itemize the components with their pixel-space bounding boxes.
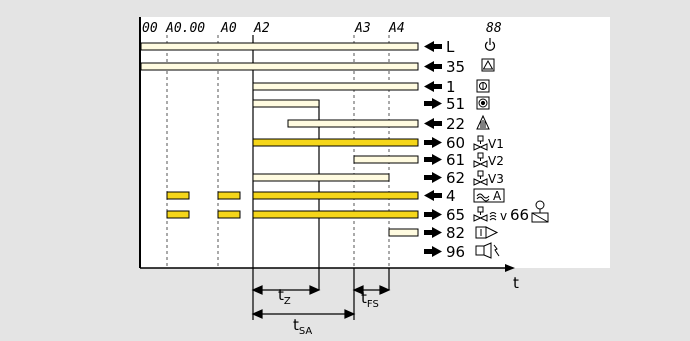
time-dimension-lines bbox=[251, 285, 391, 319]
row-arrows bbox=[424, 41, 442, 257]
row-number-1: 1 bbox=[446, 78, 456, 96]
phase-code-a3: A3 bbox=[354, 21, 371, 36]
bar-1 bbox=[252, 82, 419, 91]
bar-65-b bbox=[217, 210, 241, 219]
arrow-in-4 bbox=[424, 190, 442, 201]
bar-22 bbox=[287, 119, 419, 128]
x-axis-arrow bbox=[505, 264, 515, 272]
row-number-62: 62 bbox=[446, 169, 465, 187]
row-suffix-v3: V3 bbox=[488, 172, 504, 186]
valve-icon-v3 bbox=[473, 170, 488, 186]
row-suffix-v2: V2 bbox=[488, 154, 504, 168]
phase-code-00: 00 bbox=[142, 21, 158, 36]
bar-4-a bbox=[166, 191, 190, 200]
ignition-transformer-icon bbox=[531, 200, 549, 223]
alarm-horn-icon bbox=[475, 242, 500, 259]
signal-bars bbox=[140, 42, 419, 237]
phase-code-a4: A4 bbox=[388, 21, 405, 36]
pressure-switch-icon bbox=[476, 114, 490, 130]
row-suffix-v-65: v bbox=[500, 209, 507, 223]
row-extra-number-66: 66 bbox=[510, 206, 529, 224]
arrow-in-35 bbox=[424, 61, 442, 72]
arrow-in-1 bbox=[424, 81, 442, 92]
phase-code-a0: A0 bbox=[220, 21, 237, 36]
transformer-icon bbox=[475, 226, 499, 239]
fan-motor-icon bbox=[476, 96, 490, 110]
thermostat-icon bbox=[476, 79, 490, 93]
bar-82 bbox=[388, 228, 419, 237]
row-suffix-a: A bbox=[493, 189, 502, 203]
axis-label-t: t bbox=[513, 274, 519, 292]
ignition-icon bbox=[473, 206, 497, 222]
row-number-35: 35 bbox=[446, 58, 465, 76]
arrow-in-22 bbox=[424, 118, 442, 129]
power-icon bbox=[484, 38, 496, 51]
arrow-out-62 bbox=[424, 172, 442, 183]
bar-61 bbox=[353, 155, 419, 164]
arrow-in-l bbox=[424, 41, 442, 52]
arrow-out-96 bbox=[424, 246, 442, 257]
bar-35 bbox=[140, 62, 419, 71]
top-right-code: 88 bbox=[486, 21, 502, 36]
time-label-tz: tZ bbox=[278, 286, 291, 307]
time-label-tfs: tFS bbox=[361, 289, 379, 310]
bar-62 bbox=[252, 173, 390, 182]
bar-51 bbox=[252, 99, 320, 108]
row-number-l: L bbox=[446, 38, 455, 56]
flame-signal-icon bbox=[473, 188, 505, 203]
phase-code-a2: A2 bbox=[253, 21, 270, 36]
row-number-22: 22 bbox=[446, 115, 465, 133]
arrow-out-51 bbox=[424, 98, 442, 109]
arrow-out-65 bbox=[424, 209, 442, 220]
bar-65-c bbox=[252, 210, 419, 219]
bar-4-c bbox=[252, 191, 419, 200]
row-number-4: 4 bbox=[446, 187, 456, 205]
symbol-panel bbox=[418, 17, 610, 268]
arrow-out-60 bbox=[424, 137, 442, 148]
valve-icon-v1 bbox=[473, 135, 488, 151]
warning-triangle-icon bbox=[481, 58, 495, 72]
bar-65-a bbox=[166, 210, 190, 219]
bar-4-b bbox=[217, 191, 241, 200]
row-number-65: 65 bbox=[446, 206, 465, 224]
arrow-out-61 bbox=[424, 154, 442, 165]
valve-icon-v2 bbox=[473, 152, 488, 168]
row-number-61: 61 bbox=[446, 151, 465, 169]
row-number-60: 60 bbox=[446, 134, 465, 152]
row-number-96: 96 bbox=[446, 243, 465, 261]
row-suffix-v1: V1 bbox=[488, 137, 504, 151]
row-number-51: 51 bbox=[446, 95, 465, 113]
arrow-out-82 bbox=[424, 227, 442, 238]
time-label-tsa: tSA bbox=[293, 316, 312, 337]
bar-60 bbox=[252, 138, 419, 147]
bar-l bbox=[140, 42, 419, 51]
row-number-82: 82 bbox=[446, 224, 465, 242]
phase-code-a000: A0.00 bbox=[165, 21, 205, 36]
